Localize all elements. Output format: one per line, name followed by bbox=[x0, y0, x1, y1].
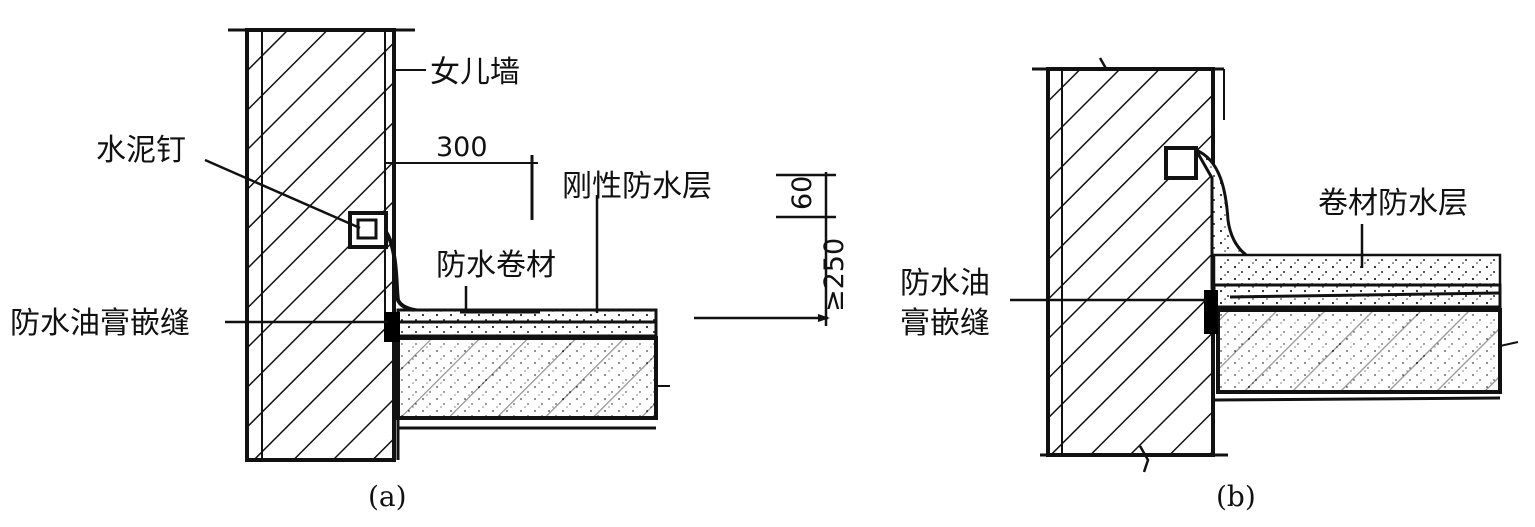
notch-block-b bbox=[1164, 146, 1198, 180]
sealant-joint-b bbox=[1204, 290, 1218, 334]
cement-nail-inner-a bbox=[356, 218, 378, 240]
label-sealant-a: 防水油膏嵌缝 bbox=[10, 306, 190, 341]
break-mark-bottom-b bbox=[1138, 445, 1150, 473]
label-cement-nail: 水泥钉 bbox=[96, 133, 186, 168]
label-dim-60: 60 bbox=[787, 176, 818, 210]
figure-b: 卷材防水层 防水油 膏嵌缝 (b) bbox=[900, 57, 1519, 513]
top-protect-layer-b bbox=[1212, 253, 1502, 287]
label-dim-250: ≥250 bbox=[819, 238, 850, 312]
label-parapet: 女儿墙 bbox=[430, 55, 520, 90]
label-sealant-b-line1: 防水油 bbox=[900, 266, 990, 301]
label-membrane: 防水卷材 bbox=[436, 248, 556, 283]
label-sealant-b-line2: 膏嵌缝 bbox=[900, 306, 990, 341]
slab-speckle-a bbox=[400, 340, 654, 416]
leader-nail-a bbox=[204, 158, 361, 230]
slab-speckle-b bbox=[1220, 312, 1498, 390]
label-rigid-layer: 刚性防水层 bbox=[562, 169, 712, 204]
label-dim-300: 300 bbox=[436, 132, 488, 163]
parapet-wall-b bbox=[1046, 67, 1215, 457]
sealant-joint-a bbox=[384, 312, 400, 342]
reinforce-line-b bbox=[1229, 291, 1501, 299]
figure-a: 女儿墙 水泥钉 300 刚性防水层 防水卷材 防水油膏嵌缝 60 ≥250 (a… bbox=[10, 28, 850, 513]
slab-bottom-line-b bbox=[1213, 396, 1501, 402]
label-membrane-layer-b: 卷材防水层 bbox=[1318, 186, 1468, 221]
dim-arrow-a bbox=[818, 314, 830, 322]
slab-edge-line-b bbox=[1499, 341, 1519, 347]
caption-a: (a) bbox=[368, 480, 407, 513]
caption-b: (b) bbox=[1216, 480, 1256, 513]
